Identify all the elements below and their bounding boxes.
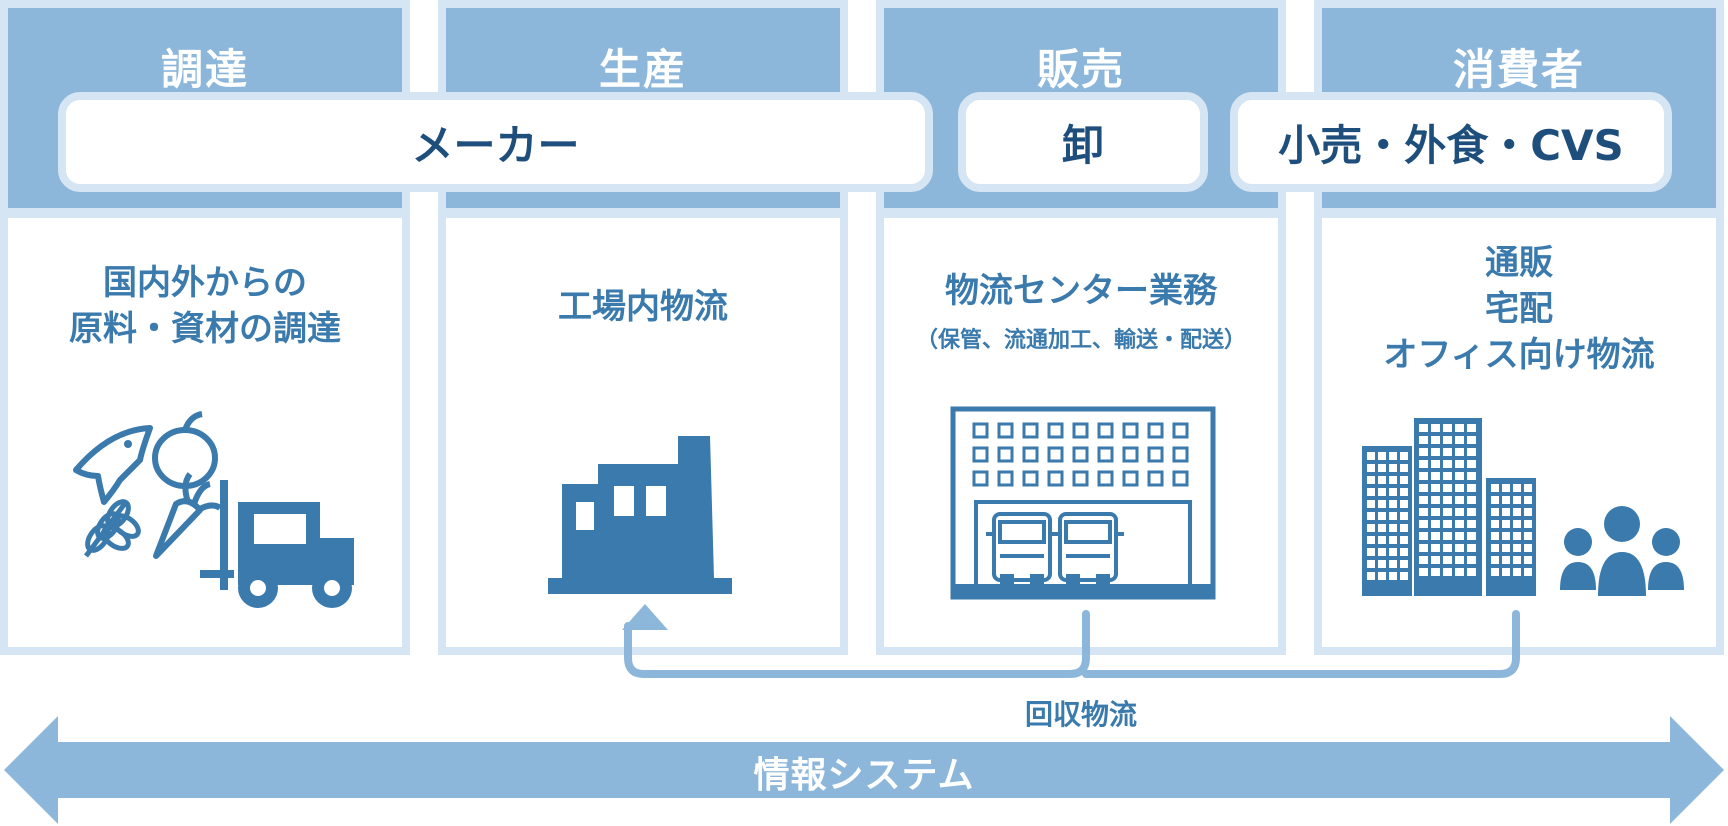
carrot-icon	[153, 472, 222, 559]
procurement-line-1: 国内外からの	[103, 263, 307, 303]
reverse-logistics-label: 回収物流	[1024, 698, 1137, 731]
information-system-arrow	[4, 716, 1724, 824]
office-buildings-icon	[1362, 418, 1684, 596]
consumer-line-2: 宅配	[1485, 289, 1553, 329]
actor-maker: メーカー	[58, 92, 933, 192]
procurement-icons	[73, 411, 354, 608]
sales-line-1: 物流センター業務	[945, 271, 1217, 311]
information-system-label: 情報システム	[753, 755, 975, 796]
factory-icon	[548, 436, 732, 594]
column-consumer-title: 消費者	[1452, 45, 1585, 94]
fish-icon	[73, 425, 153, 505]
arrow-up-icon	[622, 604, 668, 630]
consumer-line-3: オフィス向け物流	[1383, 335, 1655, 375]
actor-retail: 小売・外食・CVS	[1230, 92, 1672, 192]
logistics-center-icon	[950, 406, 1216, 600]
production-line-1: 工場内物流	[558, 287, 728, 327]
tomato-icon	[152, 411, 218, 489]
column-production-title: 生産	[598, 45, 687, 94]
reverse-logistics-arrow	[624, 610, 1520, 678]
consumer-line-1: 通販	[1485, 243, 1553, 283]
truck-icon	[1052, 512, 1124, 588]
forklift-icon	[200, 480, 354, 608]
column-procurement-title: 調達	[160, 45, 249, 94]
sales-subline: （保管、流通加工、輸送・配送）	[915, 328, 1246, 353]
actor-wholesale: 卸	[958, 92, 1208, 192]
procurement-line-2: 原料・資材の調達	[69, 309, 341, 349]
column-sales-title: 販売	[1036, 45, 1125, 94]
wheat-icon	[83, 499, 141, 558]
people-icon	[1560, 506, 1684, 596]
